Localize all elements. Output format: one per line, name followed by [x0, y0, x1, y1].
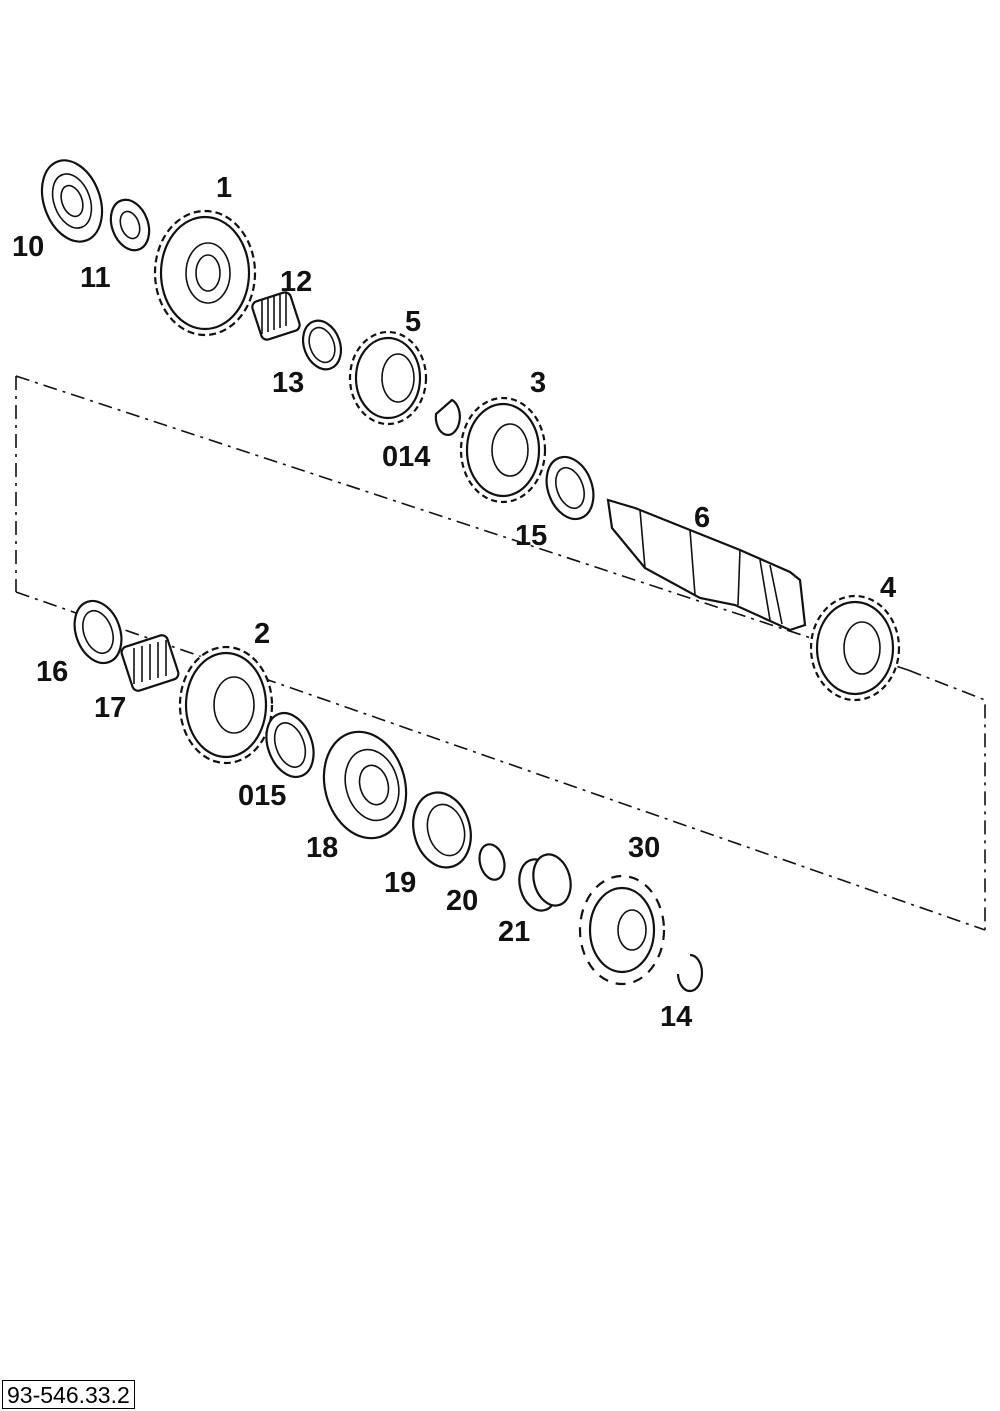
part-5-gear [348, 330, 428, 426]
callout-16: 16 [36, 656, 68, 688]
callout-4: 4 [880, 572, 896, 604]
part-3-gear [459, 396, 547, 504]
callout-015: 015 [238, 780, 286, 812]
callout-014: 014 [382, 441, 430, 473]
callout-13: 13 [272, 367, 304, 399]
part-20-o-ring [478, 843, 506, 881]
callout-5: 5 [405, 306, 421, 338]
part-17-needle-bearing [120, 634, 180, 692]
callout-18: 18 [306, 832, 338, 864]
callout-14: 14 [660, 1001, 692, 1033]
assembly-boundary-line [15, 375, 986, 931]
part-19-ring [412, 791, 472, 869]
part-21-bushing [518, 853, 572, 912]
callout-12: 12 [280, 266, 312, 298]
callout-3: 3 [530, 367, 546, 399]
part-30-sprocket [578, 874, 666, 986]
callout-19: 19 [384, 867, 416, 899]
callout-21: 21 [498, 916, 530, 948]
part-12-needle-bearing [251, 291, 301, 341]
callout-17: 17 [94, 692, 126, 724]
callout-6: 6 [694, 502, 710, 534]
part-6-shaft [606, 498, 807, 632]
part-13-washer [301, 319, 343, 371]
callout-2: 2 [254, 618, 270, 650]
callout-20: 20 [446, 885, 478, 917]
callout-15: 15 [515, 520, 547, 552]
part-014-circlip [434, 398, 461, 436]
callout-1: 1 [216, 172, 232, 204]
drawing-number: 93-546.33.2 [2, 1380, 135, 1409]
callout-30: 30 [628, 832, 660, 864]
part-4-gear [809, 594, 901, 702]
part-14-circlip [676, 953, 704, 993]
part-2-gear [178, 645, 274, 765]
callout-11: 11 [80, 262, 111, 294]
part-18-bearing [322, 730, 408, 840]
part-015-washer [265, 711, 315, 779]
part-1-gear [153, 209, 257, 337]
part-16-washer [73, 599, 123, 665]
part-11-washer [109, 198, 151, 252]
part-15-washer [545, 455, 595, 521]
part-10-bearing [40, 159, 104, 243]
callout-10: 10 [12, 231, 44, 263]
